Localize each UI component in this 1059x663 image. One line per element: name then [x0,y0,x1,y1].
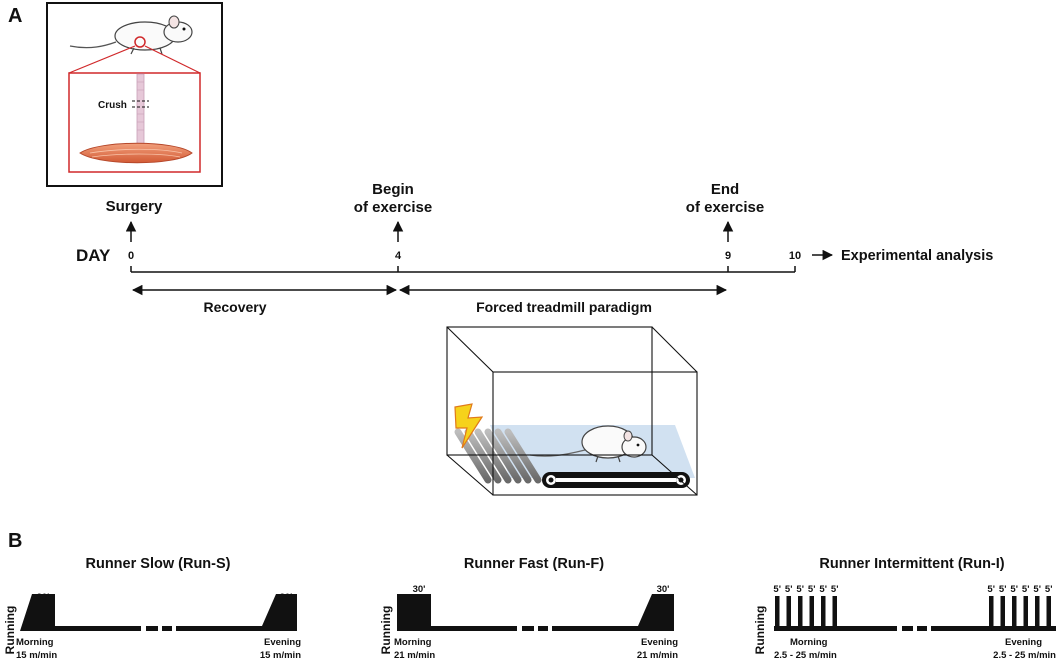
run-s-morning-block [20,594,141,631]
run-i-evening-label: Evening [1005,637,1042,648]
run-f-morning-label: Morning [394,637,432,648]
run-i-morning-bout-label: 5' [773,584,781,595]
run-f-gap-dash-1 [522,626,534,631]
run-i-evening-bout-label: 5' [987,584,995,595]
run-s-title: Runner Slow (Run-S) [86,556,231,572]
muscle-illustration [79,142,193,164]
shock-grid [454,428,542,484]
protocol-run-i: Runner Intermittent (Run-I) Running 5'5'… [753,556,1056,661]
run-f-y-label: Running [379,606,393,655]
protocol-run-s: Runner Slow (Run-S) Running 30' 30' Morn… [3,556,301,661]
run-i-morning-bout-bar [809,596,814,627]
run-i-y-label: Running [753,606,767,655]
timeline: DAY 0 4 9 10 Surgery Begin of exercise E… [76,181,993,315]
run-s-morning-speed: 15 m/min [16,650,57,661]
lightning-icon [454,403,484,449]
begin-label-line2: of exercise [354,199,432,216]
run-i-evening-baseline [931,626,1056,631]
run-s-evening-label: Evening [264,637,301,648]
panel-a-label: A [8,5,22,27]
run-i-evening-bout-bar [1035,596,1040,627]
run-i-evening-bout-label: 5' [1045,584,1053,595]
run-i-morning-bout-label: 5' [808,584,816,595]
end-label-line2: of exercise [686,199,764,216]
run-s-evening-speed: 15 m/min [260,650,301,661]
tick-label-0: 0 [128,250,134,262]
run-i-morning-bout-bar [775,596,780,627]
run-s-gap-dash-1 [146,626,158,631]
run-i-evening-bout-bar [1012,596,1017,627]
run-s-evening-duration: 30' [280,592,293,603]
run-i-morning-speed: 2.5 - 25 m/min [774,650,837,661]
run-f-evening-speed: 21 m/min [637,650,678,661]
begin-label-line1: Begin [372,181,414,198]
run-i-evening-bout-bar [1046,596,1051,627]
run-s-gap-dash-2 [162,626,172,631]
run-i-morning-bout-bar [832,596,837,627]
run-i-evening-bout-label: 5' [1022,584,1030,595]
run-i-morning-bout-label: 5' [819,584,827,595]
run-i-morning-label: Morning [790,637,828,648]
run-s-y-label: Running [3,606,17,655]
run-i-evening-bout-label: 5' [1033,584,1041,595]
run-i-evening-bout-label: 5' [999,584,1007,595]
run-i-morning-bout-label: 5' [831,584,839,595]
run-i-evening-speed: 2.5 - 25 m/min [993,650,1056,661]
run-f-morning-speed: 21 m/min [394,650,435,661]
run-i-morning-bout-bar [798,596,803,627]
tick-label-9: 9 [725,250,731,262]
run-i-evening-bout-bar [989,596,994,627]
run-s-evening-block [176,594,297,631]
run-i-title: Runner Intermittent (Run-I) [819,556,1004,572]
mouse-illustration [69,15,193,55]
treadmill-illustration [446,326,698,496]
run-f-title: Runner Fast (Run-F) [464,556,604,572]
run-i-morning-baseline [774,626,897,631]
surgery-label: Surgery [106,198,163,215]
tick-label-10: 10 [789,250,801,262]
treadmill-mouse [529,425,647,463]
run-i-morning-bout-bar [821,596,826,627]
treadmill-label: Forced treadmill paradigm [476,299,652,315]
run-i-evening-bout-bar [1000,596,1005,627]
run-f-evening-duration: 30' [657,584,670,595]
run-f-gap-dash-2 [538,626,548,631]
run-i-morning-bout-bar [786,596,791,627]
run-f-morning-duration: 30' [413,584,426,595]
protocol-run-f: Runner Fast (Run-F) Running 30' 30' Morn… [379,556,678,661]
run-i-gap-dash-1 [902,626,913,631]
crush-label: Crush [98,100,127,111]
analysis-label: Experimental analysis [841,248,993,264]
run-i-morning-bout-label: 5' [796,584,804,595]
sciatic-nerve [136,73,145,147]
run-f-morning-block [397,594,517,631]
run-i-gap-dash-2 [917,626,927,631]
end-label-line1: End [711,181,739,198]
tick-label-4: 4 [395,250,402,262]
day-label: DAY [76,246,111,265]
run-s-morning-label: Morning [16,637,54,648]
run-i-evening-bout-bar [1023,596,1028,627]
run-f-evening-block [552,594,674,631]
surgery-inset: Crush [46,2,223,187]
run-i-morning-bout-label: 5' [785,584,793,595]
run-i-evening-bout-label: 5' [1010,584,1018,595]
run-f-evening-label: Evening [641,637,678,648]
recovery-label: Recovery [203,299,266,315]
run-s-morning-duration: 30' [37,592,50,603]
treadmill-box [446,326,698,496]
panel-b-label: B [8,530,22,552]
